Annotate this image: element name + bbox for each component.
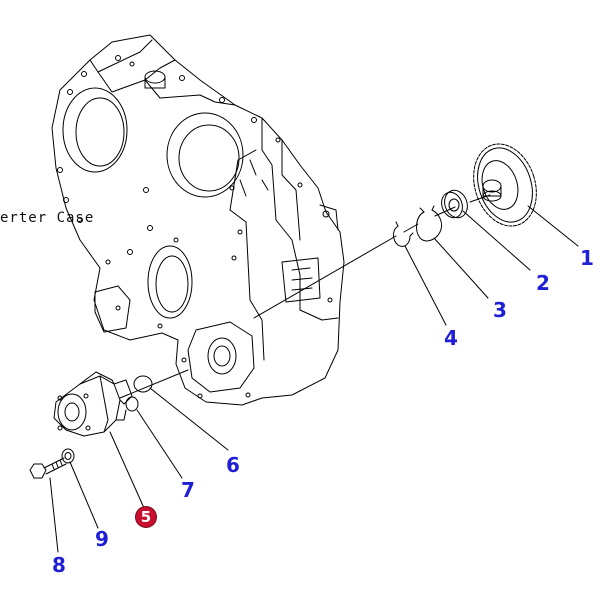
snap-ring-small [393, 225, 411, 247]
callout-5[interactable]: 5 [136, 507, 156, 527]
converter-case-label: erter Case [0, 210, 95, 226]
pump-axis-line [119, 369, 189, 399]
snap-ring-large [416, 209, 443, 242]
washer-part [61, 448, 75, 464]
callout-6[interactable]: 6 [226, 453, 240, 477]
callout-3[interactable]: 3 [493, 298, 507, 322]
assembly-axis-line [253, 194, 491, 319]
leader-lines [49, 205, 579, 553]
callout-9[interactable]: 9 [95, 527, 109, 551]
bolt-part [29, 457, 67, 479]
callout-4[interactable]: 4 [444, 326, 458, 350]
o-ring-small [125, 396, 139, 412]
callout-7[interactable]: 7 [181, 478, 195, 502]
o-ring-large [133, 375, 153, 393]
pump-part [53, 371, 133, 437]
callout-8[interactable]: 8 [52, 553, 66, 577]
converter-case-housing [51, 34, 345, 406]
callout-2[interactable]: 2 [536, 271, 550, 295]
gear-part [473, 143, 537, 227]
bearing-part [441, 189, 468, 219]
callout-1[interactable]: 1 [580, 246, 594, 270]
